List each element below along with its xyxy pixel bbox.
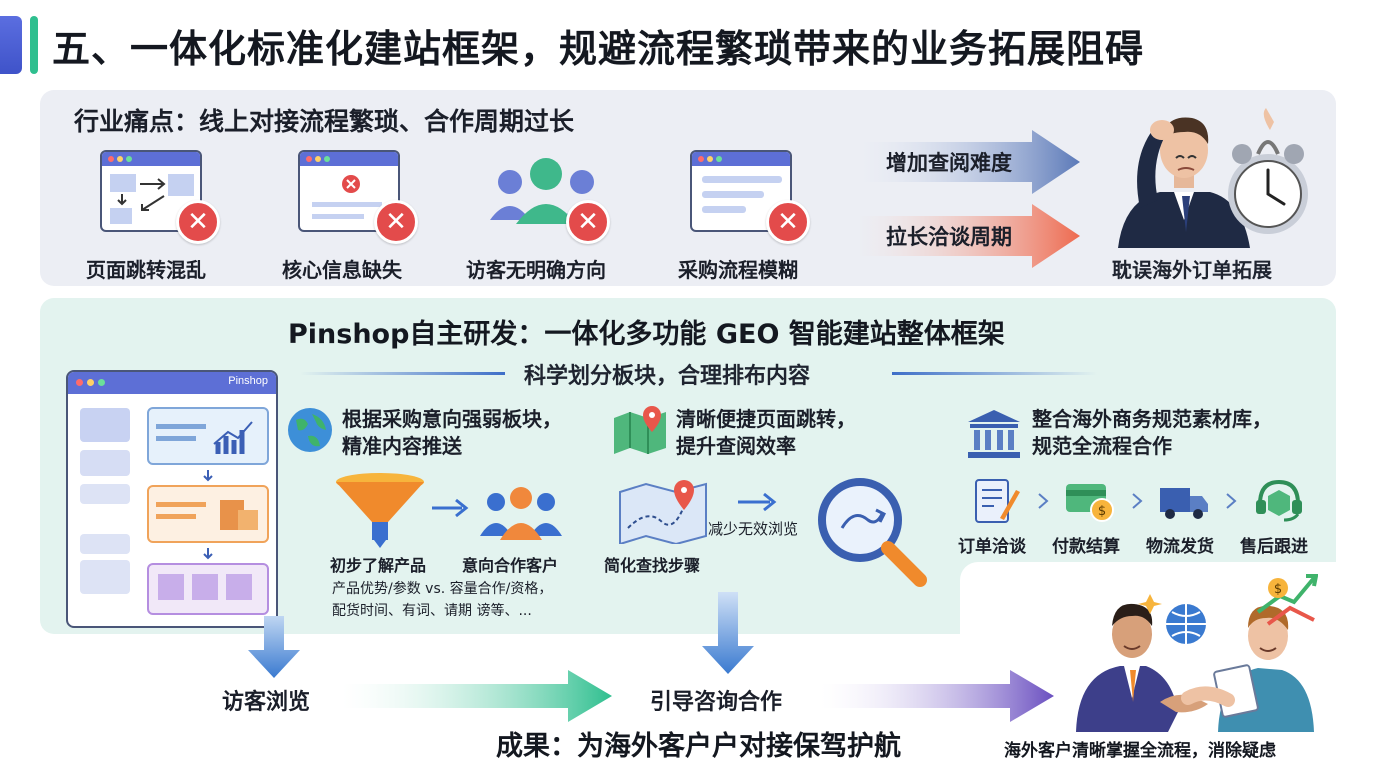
feature1-note-line2: 配货时间、有词、请期 谤等、... [332,603,532,619]
down-arrow-left [248,616,300,678]
route-map-icon [619,480,707,544]
contract-icon [975,479,1020,523]
svg-text:$: $ [1274,582,1282,597]
outcome-caption: 海外客户清晰掌握全流程，消除疑虑 [1004,741,1276,761]
title-accent-bar-green [30,16,38,74]
arrow-label-difficulty: 增加查阅难度 [886,151,1012,175]
error-x-icon: ✕ [766,200,810,244]
reduce-browsing-label: 减少无效浏览 [708,520,799,538]
arrow-right-icon [432,498,469,518]
process-step-logistics: 物流发货 [1146,537,1214,557]
globe-icon [288,408,332,452]
svg-text:$: $ [1098,504,1106,519]
feature1-title-line2: 精准内容推送 [342,434,462,458]
map-pin-icon [614,406,666,454]
arrow-green [342,670,612,722]
error-window-icon [298,150,400,232]
pain-item-label: 核心信息缺失 [282,258,402,282]
magnifier-icon [818,478,927,587]
down-arrow-middle [702,592,754,674]
funnel-icon [336,473,424,548]
feature2-title-line2: 提升查阅效率 [676,434,796,458]
divider-line-left [300,372,505,375]
website-mockup: Pinshop [66,370,278,628]
delivery-truck-icon [1160,488,1208,519]
bank-building-icon [968,410,1020,458]
simplify-step-label: 简化查找步骤 [604,556,701,575]
feature3-title-line2: 规范全流程合作 [1032,434,1172,458]
title-accent-bar [0,16,22,74]
process-step-aftersales: 售后跟进 [1240,537,1308,557]
framework-subheading: 科学划分板块，合理排布内容 [524,364,811,389]
stressed-businessman-illustration [1118,108,1308,248]
result-statement: 成果：为海外客户户对接保驾护航 [496,731,901,762]
support-headset-icon [1256,479,1302,522]
flow-middle-label: 引导咨询合作 [650,690,783,715]
process-step-payment: 付款结算 [1052,537,1120,557]
pain-heading: 行业痛点：线上对接流程繁琐、合作周期过长 [74,107,575,136]
flow-start-label: 访客浏览 [222,690,311,715]
customers-icon [480,487,562,540]
arrow-right-icon [738,492,777,512]
page-title: 五、一体化标准化建站框架，规避流程繁琐带来的业务拓展阻碍 [52,27,1145,71]
feature1-title-line1: 根据采购意向强弱板块， [342,407,562,431]
arrow-label-cycle: 拉长洽谈周期 [886,225,1012,249]
framework-heading: Pinshop自主研发：一体化多功能 GEO 智能建站整体框架 [288,319,1005,350]
pain-item-label: 访客无明确方向 [466,258,606,282]
pain-item-label: 页面跳转混乱 [86,258,206,282]
payment-card-icon: $ [1066,484,1114,522]
chevron-right-icon [1226,493,1237,509]
chevron-right-icon [1038,493,1049,509]
stage-label-intent: 意向合作客户 [462,556,559,575]
pain-item-label: 采购流程模糊 [678,258,798,282]
divider-line-right [892,372,1097,375]
pinshop-logo-text: Pinshop [228,375,268,387]
feature1-note-line1: 产品优势/参数 vs. 容量合作/资格， [332,581,553,597]
handshake-illustration: $ [1076,574,1318,732]
feature2-title-line1: 清晰便捷页面跳转， [676,407,856,431]
process-step-order: 订单洽谈 [958,537,1026,557]
chevron-right-icon [1132,493,1143,509]
arrow-red [856,204,1080,268]
stage-label-initial: 初步了解产品 [330,556,427,575]
arrow-purple [820,670,1054,722]
error-x-icon: ✕ [374,200,418,244]
error-x-icon: ✕ [176,200,220,244]
feature3-title-line1: 整合海外商务规范素材库， [1032,407,1272,431]
consequence-label: 耽误海外订单拓展 [1112,258,1272,282]
error-x-icon: ✕ [566,200,610,244]
arrow-blue [856,130,1080,194]
pain-panel [40,90,1336,286]
